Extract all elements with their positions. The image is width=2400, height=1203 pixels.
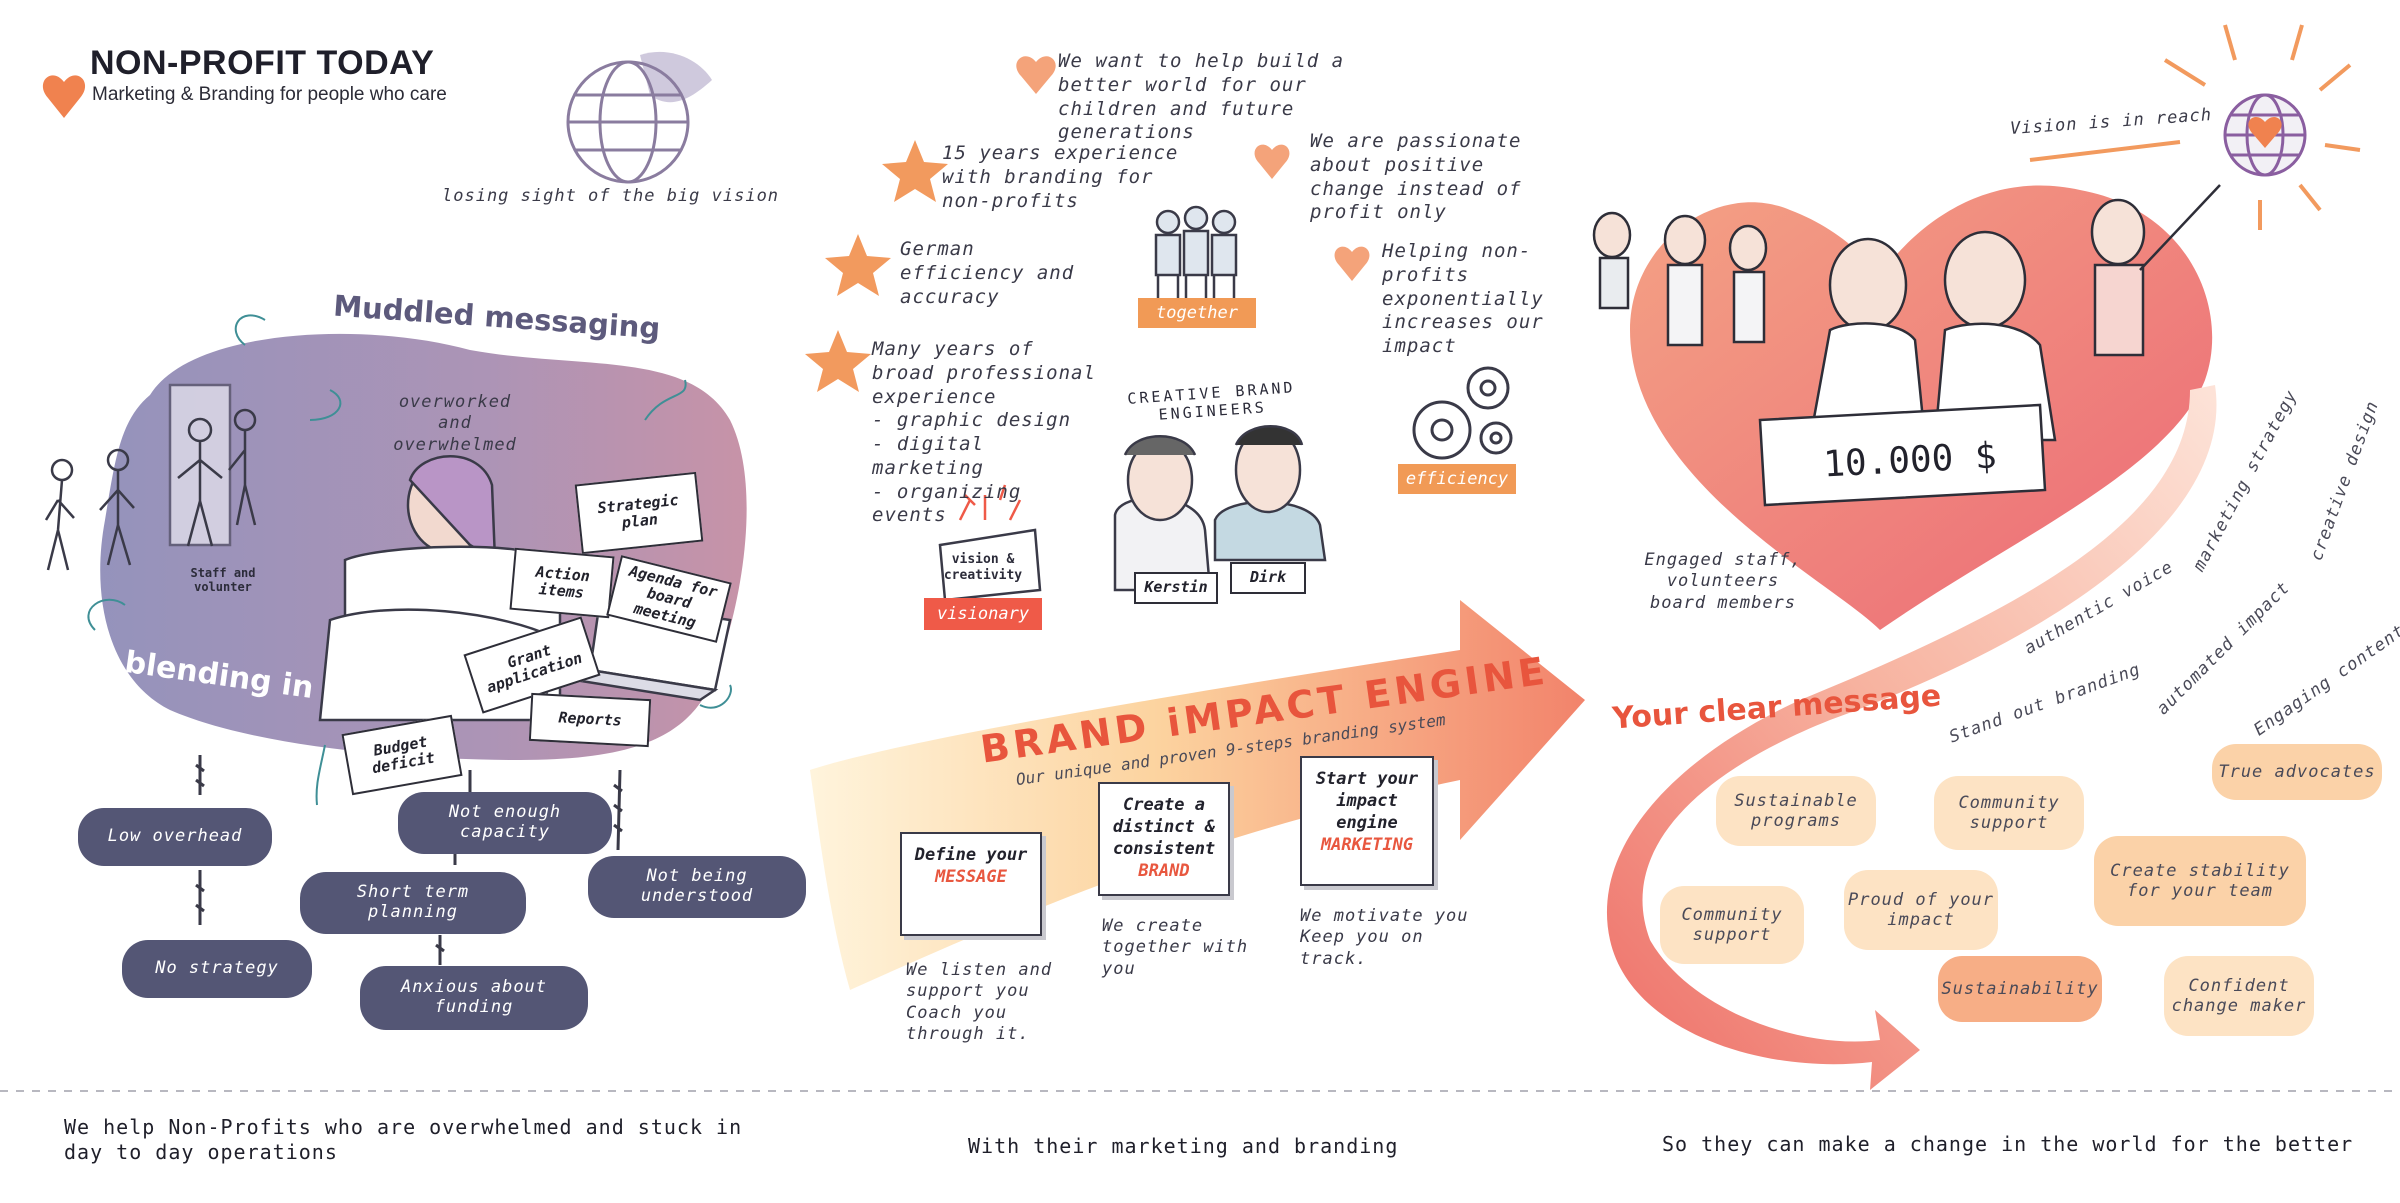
step-line: Define your <box>914 845 1028 865</box>
sun-rays <box>2029 24 2361 230</box>
paper-reports: Reports <box>528 692 652 748</box>
tag-efficiency: efficiency <box>1398 464 1516 494</box>
problem-low-overhead: Low overhead <box>78 808 272 866</box>
step-caption-brand: We create together with you <box>1102 916 1249 979</box>
step-caption-marketing: We motivate you Keep you on track. <box>1300 906 1469 969</box>
paper-action-items: Action items <box>509 547 615 619</box>
overworked-caption: overworked and overwhelmed <box>393 392 517 455</box>
heart-people <box>1592 184 2221 507</box>
page-title: NON-PROFIT TODAY <box>90 44 435 82</box>
outcome-create-stability: Create stability for your team <box>2094 836 2306 926</box>
problem-anxious-about-funding: Anxious about funding <box>360 966 588 1030</box>
footer-middle: With their marketing and branding <box>968 1134 1399 1158</box>
outcome-sustainability: Sustainability <box>1938 956 2102 1022</box>
staff-figures <box>44 383 257 571</box>
gears-icon <box>1412 366 1513 460</box>
engaged-staff-caption: Engaged staff, volunteers board members <box>1644 550 1802 613</box>
step-accent: BRAND <box>1138 861 1190 882</box>
globe-icon <box>566 51 712 184</box>
heart-icons <box>42 56 1370 281</box>
step-line: Start your impact engine <box>1315 769 1419 834</box>
step-accent: MESSAGE <box>935 867 1007 888</box>
name-tag-kerstin: Kerstin <box>1134 572 1218 604</box>
outcome-proud-of-impact: Proud of your impact <box>1844 870 1998 950</box>
point-helping-nonprofits: Helping non-profits exponentially increa… <box>1382 240 1544 357</box>
problem-short-term-planning: Short term planning <box>300 872 526 934</box>
big-vision-caption: losing sight of the big vision <box>442 186 780 206</box>
experience-item: - digital marketing <box>872 433 984 479</box>
vision-box-label: vision & creativity <box>943 552 1023 583</box>
outcome-community-support-top: Community support <box>1934 776 2084 850</box>
paper-strategic-plan: Strategic plan <box>574 471 704 555</box>
engineers <box>1113 425 1327 592</box>
experience-intro: Many years of broad professional experie… <box>872 338 1096 408</box>
staff-volunteer-label: Staff and volunter <box>190 566 256 594</box>
outcome-true-advocates: True advocates <box>2212 744 2382 800</box>
outcome-sustainable-programs: Sustainable programs <box>1716 776 1876 846</box>
outcome-confident-change-maker: Confident change maker <box>2164 956 2314 1036</box>
tag-together: together <box>1138 298 1256 328</box>
problem-not-enough-capacity: Not enough capacity <box>398 792 612 854</box>
point-passionate: We are passionate about positive change … <box>1310 130 1522 224</box>
step-card-marketing: Start your impact engine MARKETING <box>1300 756 1434 886</box>
step-caption-message: We listen and support you Coach you thro… <box>906 960 1053 1044</box>
experience-block: Many years of broad professional experie… <box>872 338 1102 528</box>
outcome-community-support-bottom: Community support <box>1660 886 1804 964</box>
team-figures <box>1154 205 1238 300</box>
star-icons <box>805 140 948 392</box>
experience-item: - organizing events <box>872 480 1022 527</box>
step-accent: MARKETING <box>1320 835 1414 856</box>
page-subtitle: Marketing & Branding for people who care <box>92 84 447 105</box>
vision-box-icon <box>938 484 1042 602</box>
overwhelmed-person <box>318 455 562 722</box>
step-card-message: Define your MESSAGE <box>900 832 1042 936</box>
tag-visionary: visionary <box>924 598 1042 630</box>
footer-right: So they can make a change in the world f… <box>1662 1132 2354 1156</box>
swirl-arrows <box>87 314 732 806</box>
experience-item: - graphic design <box>872 409 1072 432</box>
problem-no-strategy: No strategy <box>122 940 312 998</box>
point-german-efficiency: German efficiency and accuracy <box>900 238 1075 308</box>
footer-left: We help Non-Profits who are overwhelmed … <box>64 1115 743 1164</box>
point-better-world: We want to help build a better world for… <box>1058 50 1345 144</box>
name-tag-dirk: Dirk <box>1230 562 1306 594</box>
step-line: Create a distinct & consistent <box>1112 795 1216 860</box>
problem-not-being-understood: Not being understood <box>588 856 806 918</box>
sun-globe-icon <box>2223 93 2307 177</box>
step-card-brand: Create a distinct & consistent BRAND <box>1098 782 1230 896</box>
point-15-years: 15 years experience with branding for no… <box>942 142 1179 212</box>
